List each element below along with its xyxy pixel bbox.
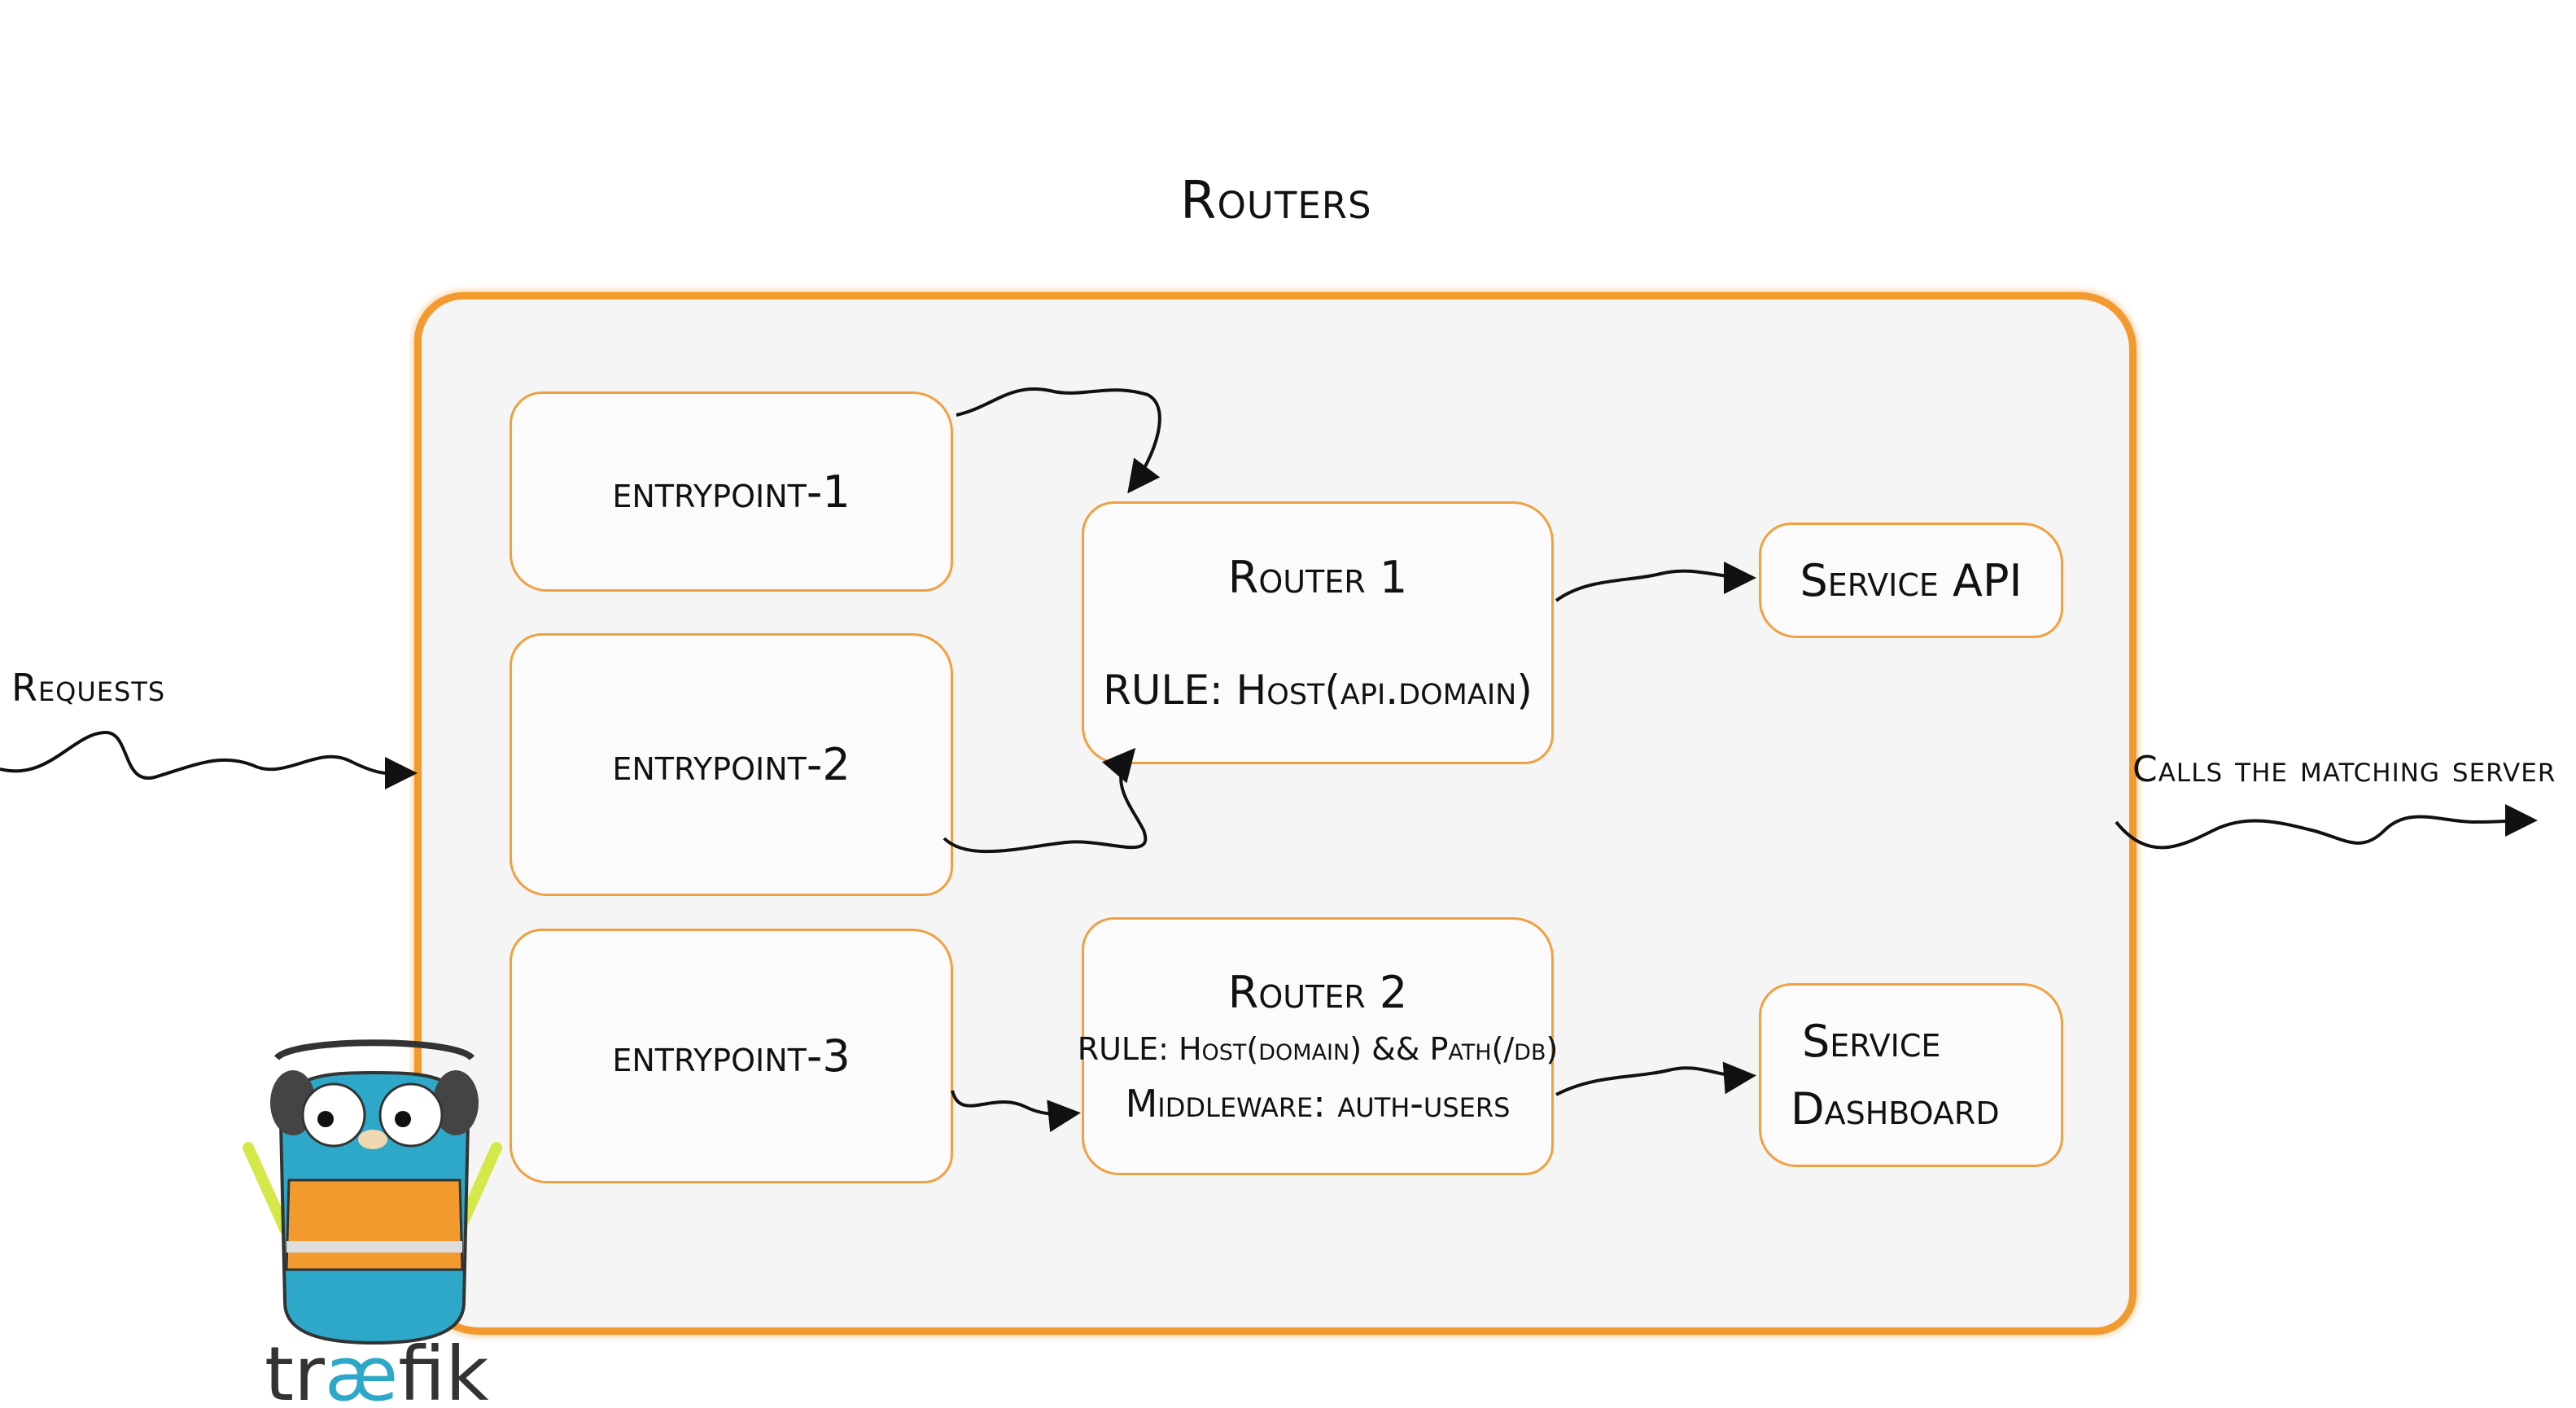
service-dashboard-line2: Dashboard — [1791, 1083, 2000, 1135]
output-label: Calls the matching server — [2132, 749, 2556, 790]
entrypoint-2-box: entrypoint-2 — [510, 633, 953, 896]
entrypoint-2-label: entrypoint-2 — [612, 739, 851, 790]
service-dashboard-box: Service Dashboard — [1759, 983, 2063, 1167]
router-1-rule: RULE: Host(api.domain) — [1103, 667, 1533, 714]
diagram-title: Routers — [1180, 171, 1372, 231]
ep2-to-router1-arrow — [942, 747, 1148, 854]
router2-to-dashboard-arrow — [1555, 1061, 1756, 1096]
entrypoint-1-label: entrypoint-1 — [612, 466, 851, 518]
router-1-name: Router 1 — [1227, 552, 1408, 603]
requests-arrow — [0, 730, 418, 790]
entrypoint-1-box: entrypoint-1 — [510, 391, 953, 592]
service-api-box: Service API — [1759, 523, 2063, 638]
service-api-label: Service API — [1800, 554, 2023, 606]
service-dashboard-line1: Service — [1802, 1016, 1941, 1067]
gopher-mascot — [243, 1039, 502, 1345]
router-2-name: Router 2 — [1227, 967, 1408, 1018]
output-arrow — [2115, 804, 2538, 850]
entrypoint-3-box: entrypoint-3 — [510, 929, 953, 1183]
router-2-middleware: Middleware: auth-users — [1125, 1082, 1511, 1126]
router-2-rule: RULE: Host(domain) && Path(/db) — [1077, 1031, 1559, 1067]
ep1-to-router1-arrow — [956, 387, 1161, 494]
router1-to-api-arrow — [1555, 561, 1756, 602]
entrypoint-3-label: entrypoint-3 — [612, 1030, 851, 1082]
requests-label: Requests — [11, 666, 166, 710]
traefik-logo: træfik — [265, 1331, 489, 1408]
ep3-to-router2-arrow — [951, 1090, 1081, 1133]
router-2-box: Router 2 RULE: Host(domain) && Path(/db)… — [1078, 917, 1558, 1175]
router-1-box: Router 1 RULE: Host(api.domain) — [1082, 501, 1554, 764]
